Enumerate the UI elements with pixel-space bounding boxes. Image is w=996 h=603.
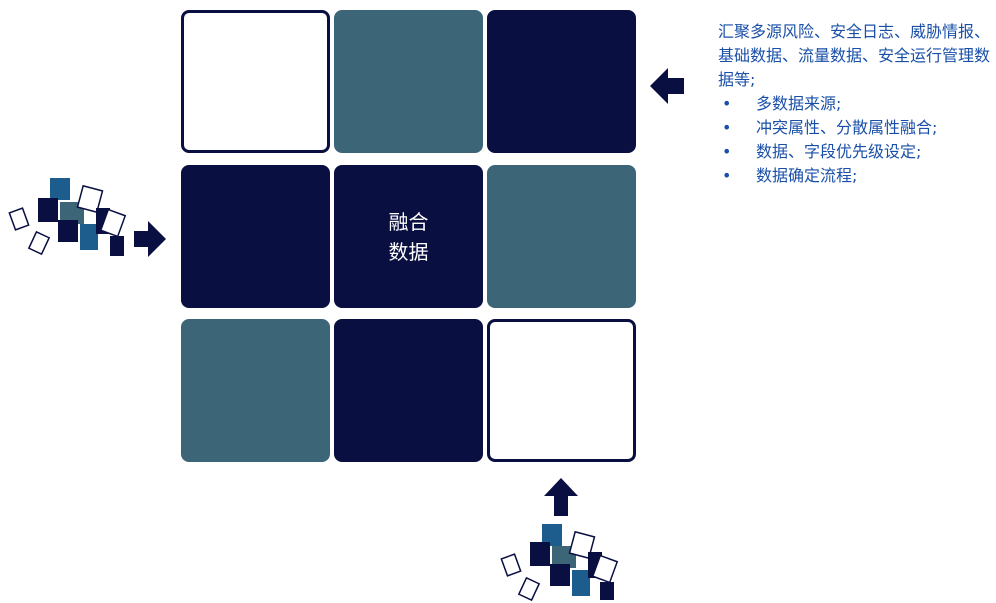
center-label-line1: 融合: [388, 209, 429, 234]
grid-cell-r1c3: [487, 10, 636, 153]
bullet: •: [722, 118, 732, 137]
bullet: •: [722, 142, 732, 161]
description-list-item: • 冲突属性、分散属性融合;: [718, 116, 994, 140]
grid-cell-center: 融合 数据: [334, 165, 483, 308]
data-fusion-grid: 融合 数据: [181, 10, 636, 463]
data-cluster-bottom-icon: [500, 524, 619, 602]
description-list-item: • 多数据来源;: [718, 92, 994, 116]
description-item-text: 冲突属性、分散属性融合;: [756, 118, 938, 137]
grid-cell-r2c3: [487, 165, 636, 308]
bullet: •: [722, 166, 732, 185]
description-panel: 汇聚多源风险、安全日志、威胁情报、基础数据、流量数据、安全运行管理数据等; • …: [718, 20, 994, 188]
grid-cell-r1c1: [181, 10, 330, 153]
grid-cell-r2c1: [181, 165, 330, 308]
arrow-left-icon: [650, 68, 684, 104]
arrow-up-icon: [544, 478, 578, 516]
grid-cell-r1c2: [334, 10, 483, 153]
grid-cell-r3c2: [334, 319, 483, 462]
description-item-text: 数据、字段优先级设定;: [756, 142, 922, 161]
grid-cell-r3c3: [487, 319, 636, 462]
description-list-item: • 数据、字段优先级设定;: [718, 140, 994, 164]
bullet: •: [722, 94, 732, 113]
data-cluster-left-icon: [8, 178, 127, 256]
description-list-item: • 数据确定流程;: [718, 164, 994, 188]
arrow-right-icon: [134, 221, 166, 257]
description-intro: 汇聚多源风险、安全日志、威胁情报、基础数据、流量数据、安全运行管理数据等;: [718, 22, 991, 89]
center-label: 融合 数据: [334, 165, 483, 308]
description-item-text: 多数据来源;: [756, 94, 842, 113]
description-item-text: 数据确定流程;: [756, 166, 858, 185]
center-label-line2: 数据: [388, 239, 429, 264]
description-list: • 多数据来源; • 冲突属性、分散属性融合; • 数据、字段优先级设定; • …: [718, 92, 994, 188]
grid-cell-r3c1: [181, 319, 330, 462]
